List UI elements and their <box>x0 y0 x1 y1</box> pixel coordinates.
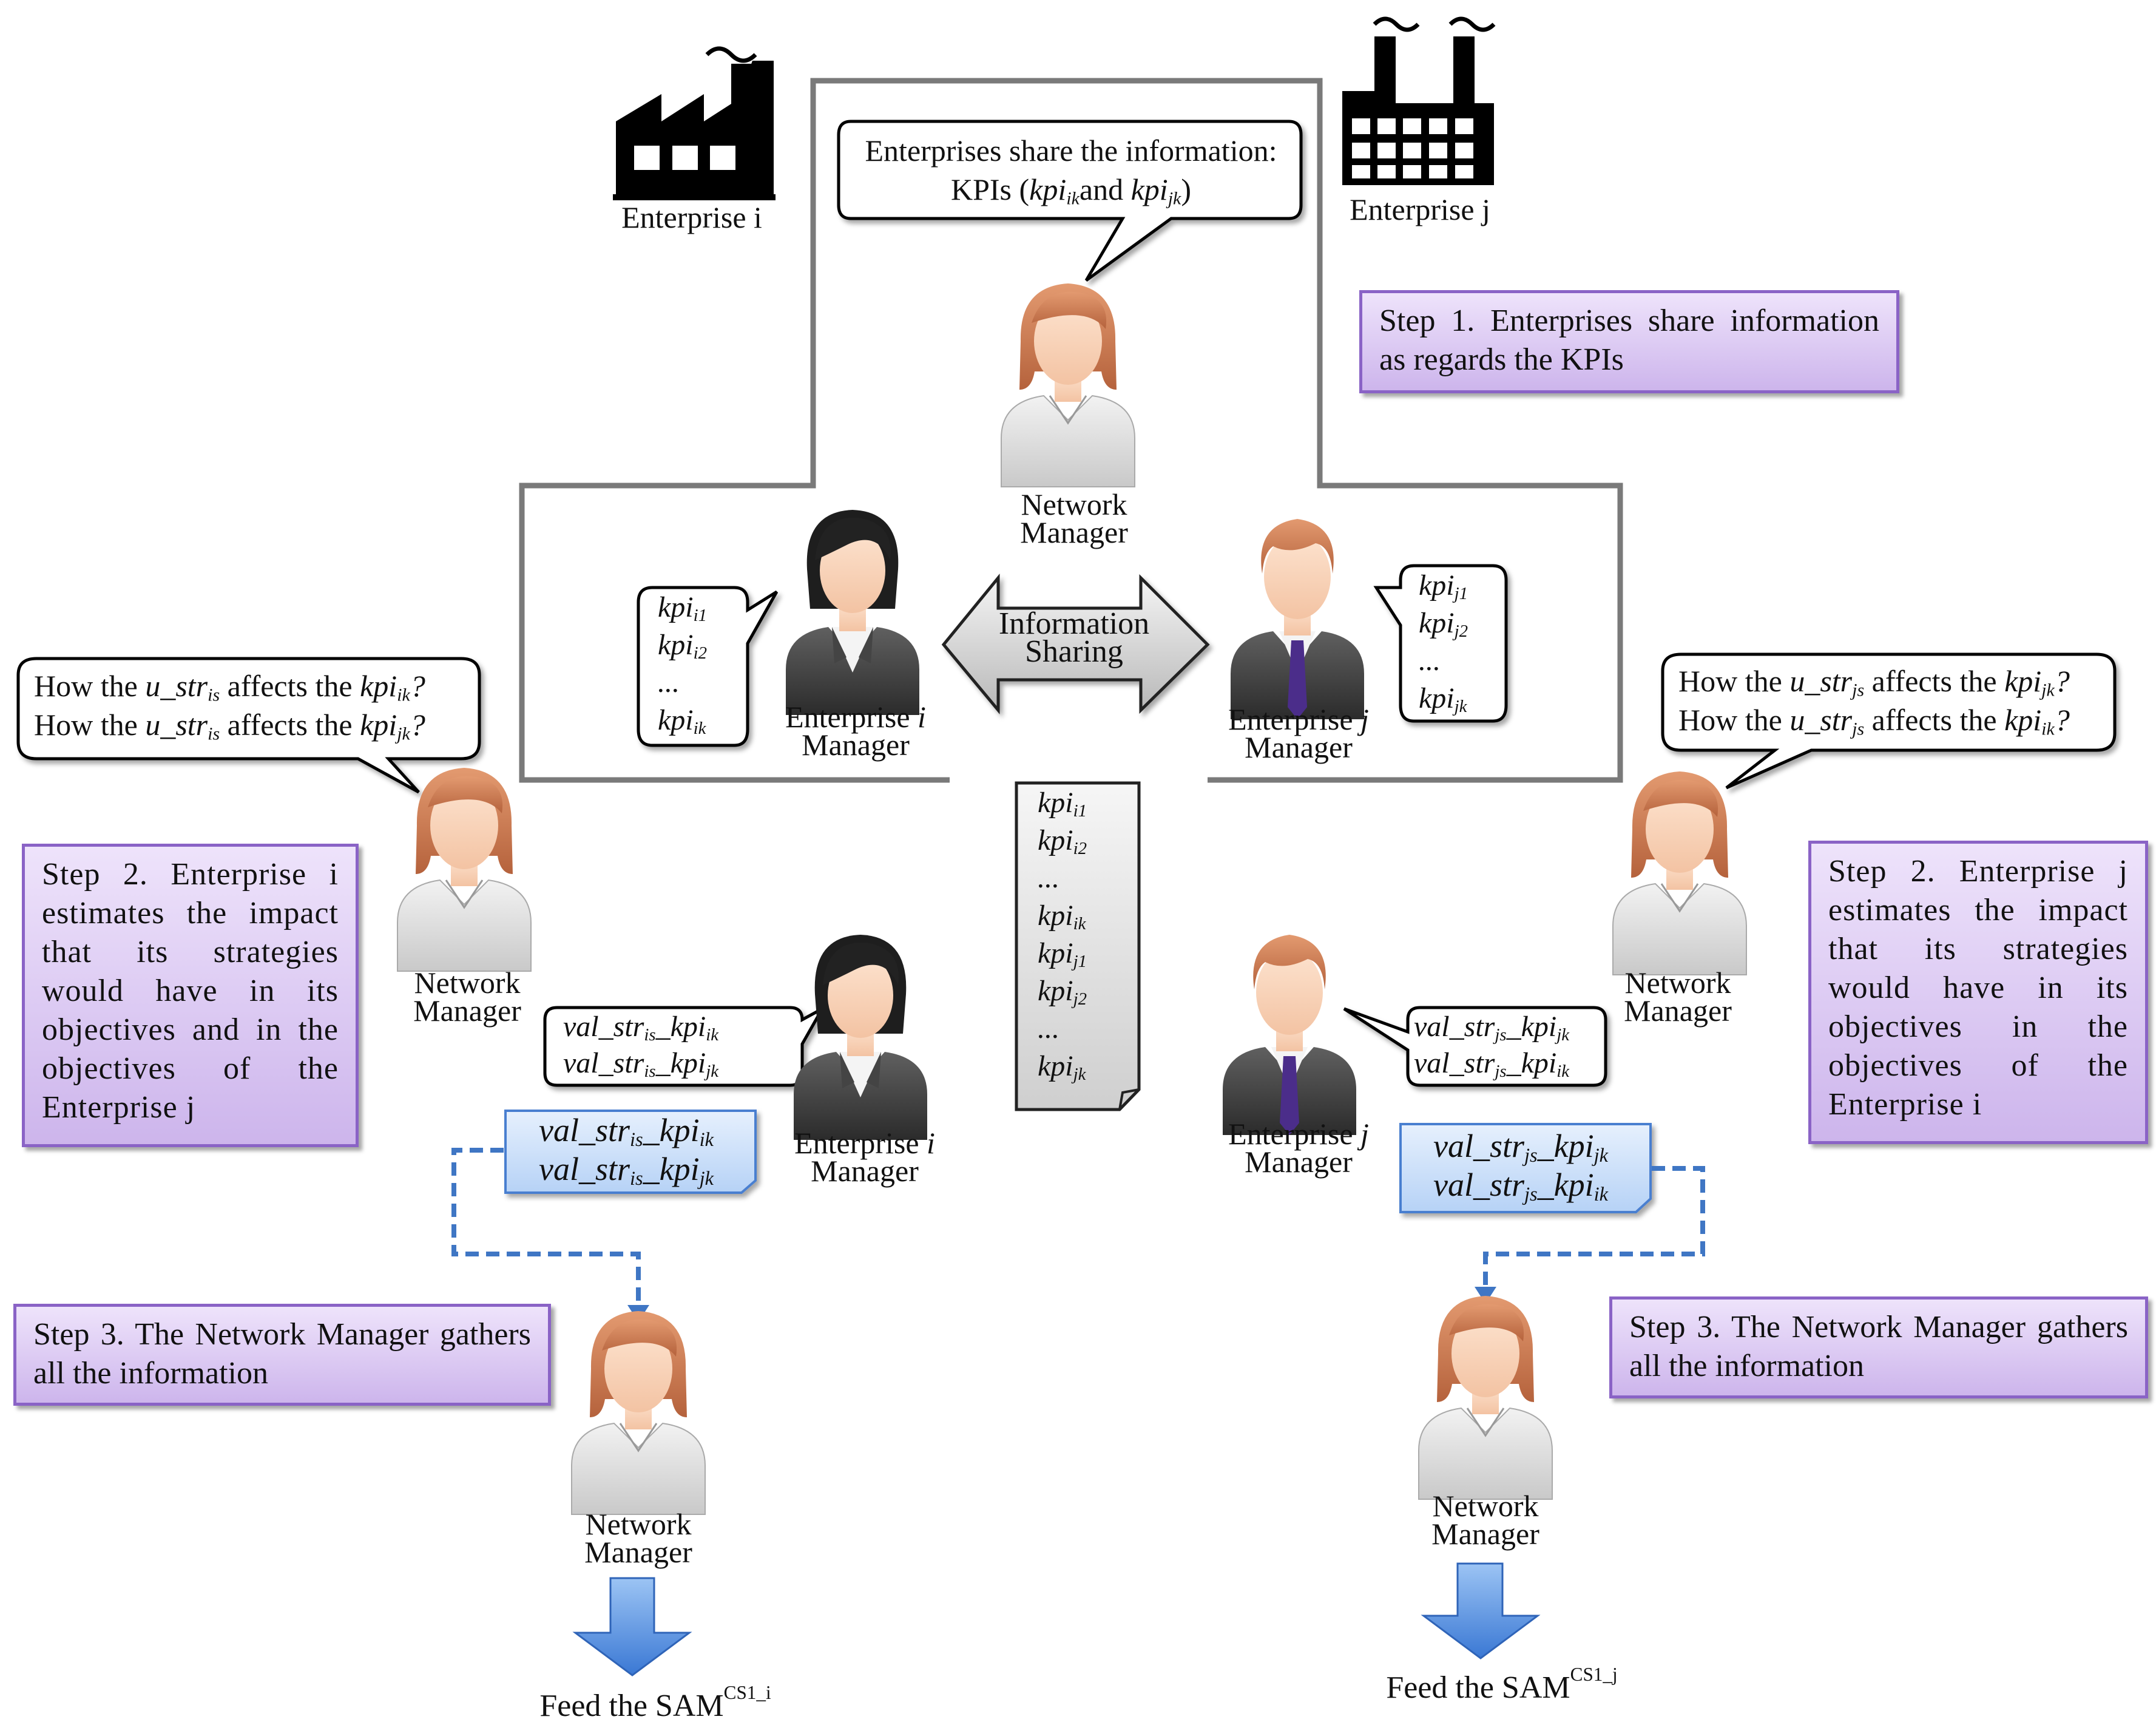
network-manager-left-avatar <box>396 767 532 972</box>
kpi-list-item: kpii2 <box>658 629 708 663</box>
information-sharing-label: Information Sharing <box>998 606 1150 669</box>
kpi-list-item: ... <box>1038 1012 1059 1045</box>
feed-sam-right-label: Feed the SAMCS1_j <box>1386 1663 1618 1705</box>
left-question-bubble <box>16 657 481 794</box>
val-i-bubble <box>543 1005 826 1087</box>
val-j-document-text: val_strjs_kpijk val_strjs_kpiik <box>1433 1128 1608 1206</box>
right-question-text: How the u_strjs affects the kpijk? How t… <box>1678 664 2070 739</box>
val-j-bubble <box>1343 1006 1607 1087</box>
kpi-list-item: ... <box>1038 862 1059 894</box>
kpi-list-item: ... <box>658 666 680 699</box>
kpi-list-item: kpii2 <box>1038 824 1087 859</box>
right-dashed-connector <box>1483 1166 1705 1287</box>
step-2-right-box: Step 2. Enterprise j estimates the impac… <box>1808 841 2148 1144</box>
factory-icon-i <box>613 46 776 200</box>
shared-kpi-document <box>1015 781 1141 1111</box>
enterprise-j-manager-avatar <box>1231 519 1364 719</box>
information-sharing-arrow <box>941 573 1210 714</box>
val-j-bubble-text: val_strjs_kpijk val_strjs_kpiik <box>1414 1011 1569 1082</box>
kpi-list-item: kpiik <box>658 704 706 739</box>
left-dashed-connector <box>451 1148 641 1305</box>
step-3-right-box: Step 3. The Network Manager gathers all … <box>1609 1296 2148 1398</box>
kpi-list-item: kpij1 <box>1038 937 1087 972</box>
step-1-box: Step 1. Enterprises share information as… <box>1359 290 1899 393</box>
network-manager-bottom-left-avatar <box>570 1310 706 1516</box>
network-manager-bottom-right-avatar <box>1418 1295 1553 1500</box>
factory-windows-i <box>634 146 735 170</box>
kpi-list-item: kpijk <box>1419 682 1467 717</box>
enterprise-i-manager-avatar <box>786 510 919 715</box>
network-top-bubble-text: Enterprises share the information: KPIs … <box>865 134 1277 209</box>
enterprise-j-label: Enterprise j <box>1350 192 1490 226</box>
feed-sam-left-label: Feed the SAMCS1_i <box>539 1681 771 1723</box>
feed-arrow-left <box>572 1577 692 1676</box>
val-i-bubble-text: val_stris_kpiik val_stris_kpijk <box>563 1011 718 1082</box>
feed-arrow-right <box>1421 1562 1541 1659</box>
kpi-i-bubble <box>637 586 779 747</box>
kpi-list-item: kpijk <box>1038 1050 1086 1085</box>
enterprise-i-label: Enterprise i <box>621 200 762 234</box>
network-manager-right-avatar <box>1612 770 1748 976</box>
val-i-document <box>504 1110 757 1194</box>
kpi-list-item: ... <box>1419 645 1441 677</box>
step-2-left-box: Step 2. Enterprise i estimates the impac… <box>22 844 359 1147</box>
kpi-j-bubble <box>1373 564 1508 723</box>
kpi-list-item: kpij2 <box>1038 975 1087 1009</box>
step-3-left-box: Step 3. The Network Manager gathers all … <box>13 1304 551 1406</box>
kpi-list-item: kpij2 <box>1419 607 1468 642</box>
enterprise-i-manager-bottom-avatar <box>794 935 927 1140</box>
val-i-document-text: val_stris_kpiik val_stris_kpijk <box>539 1112 714 1190</box>
factory-icon-j <box>1342 16 1496 185</box>
sharing-frame <box>519 78 1623 783</box>
val-j-document <box>1399 1123 1652 1213</box>
kpi-list-item: kpiik <box>1038 900 1086 934</box>
enterprise-j-manager-bottom-avatar <box>1223 935 1356 1135</box>
left-question-text: How the u_stris affects the kpiik? How t… <box>34 669 425 744</box>
network-top-bubble <box>837 120 1303 282</box>
kpi-list-item: kpii1 <box>658 591 708 626</box>
network-manager-top-avatar <box>1000 282 1136 488</box>
kpi-list-item: kpij1 <box>1419 569 1468 604</box>
right-question-bubble <box>1661 652 2117 790</box>
kpi-list-item: kpii1 <box>1038 787 1087 821</box>
